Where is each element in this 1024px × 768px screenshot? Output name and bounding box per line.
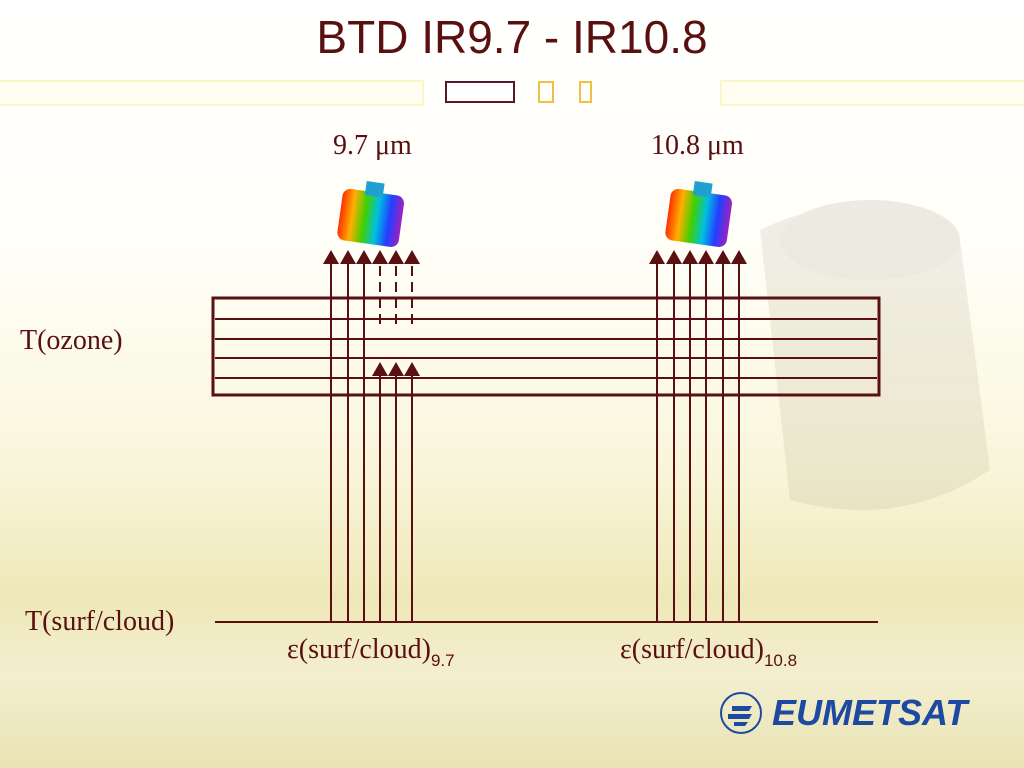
- surface-label: T(surf/cloud): [25, 606, 175, 637]
- emissivity-text: ε(surf/cloud): [620, 634, 764, 665]
- emissivity-label-97: ε(surf/cloud)9.7: [287, 634, 455, 671]
- eumetsat-logo-text: EUMETSAT: [772, 692, 968, 733]
- emissivity-label-108: ε(surf/cloud)10.8: [620, 634, 797, 671]
- emissivity-subscript: 9.7: [430, 651, 455, 670]
- eumetsat-globe-icon: [720, 692, 762, 734]
- satellite-icon-108: [665, 181, 732, 247]
- arrow-head: [356, 250, 372, 264]
- arrow-head: [372, 250, 388, 264]
- decor-band-left: [0, 80, 424, 106]
- slide-title: BTD IR9.7 - IR10.8: [316, 11, 708, 63]
- decor-box: [538, 81, 554, 103]
- arrow-head: [731, 250, 747, 264]
- ozone-label: T(ozone): [20, 325, 123, 356]
- arrow-head: [388, 250, 404, 264]
- eumetsat-logo: EUMETSAT: [718, 690, 967, 736]
- arrow-head: [372, 362, 388, 376]
- decor-box: [445, 81, 515, 103]
- arrow-head: [715, 250, 731, 264]
- arrow-head: [404, 362, 420, 376]
- channel-label-108: 10.8 μm: [651, 130, 744, 161]
- arrow-head: [388, 362, 404, 376]
- decor-band-right: [720, 80, 1024, 106]
- arrow-head: [340, 250, 356, 264]
- arrow-head: [323, 250, 339, 264]
- arrow-head: [404, 250, 420, 264]
- decor-box: [579, 81, 592, 103]
- channel-label-97: 9.7 μm: [333, 130, 412, 161]
- arrow-head: [666, 250, 682, 264]
- arrow-head: [649, 250, 665, 264]
- arrow-head: [682, 250, 698, 264]
- arrow-head: [698, 250, 714, 264]
- ozone-layer-box: [211, 296, 881, 397]
- emissivity-text: ε(surf/cloud): [287, 634, 431, 665]
- emissivity-subscript: 10.8: [763, 651, 798, 670]
- satellite-icon-97: [337, 181, 404, 247]
